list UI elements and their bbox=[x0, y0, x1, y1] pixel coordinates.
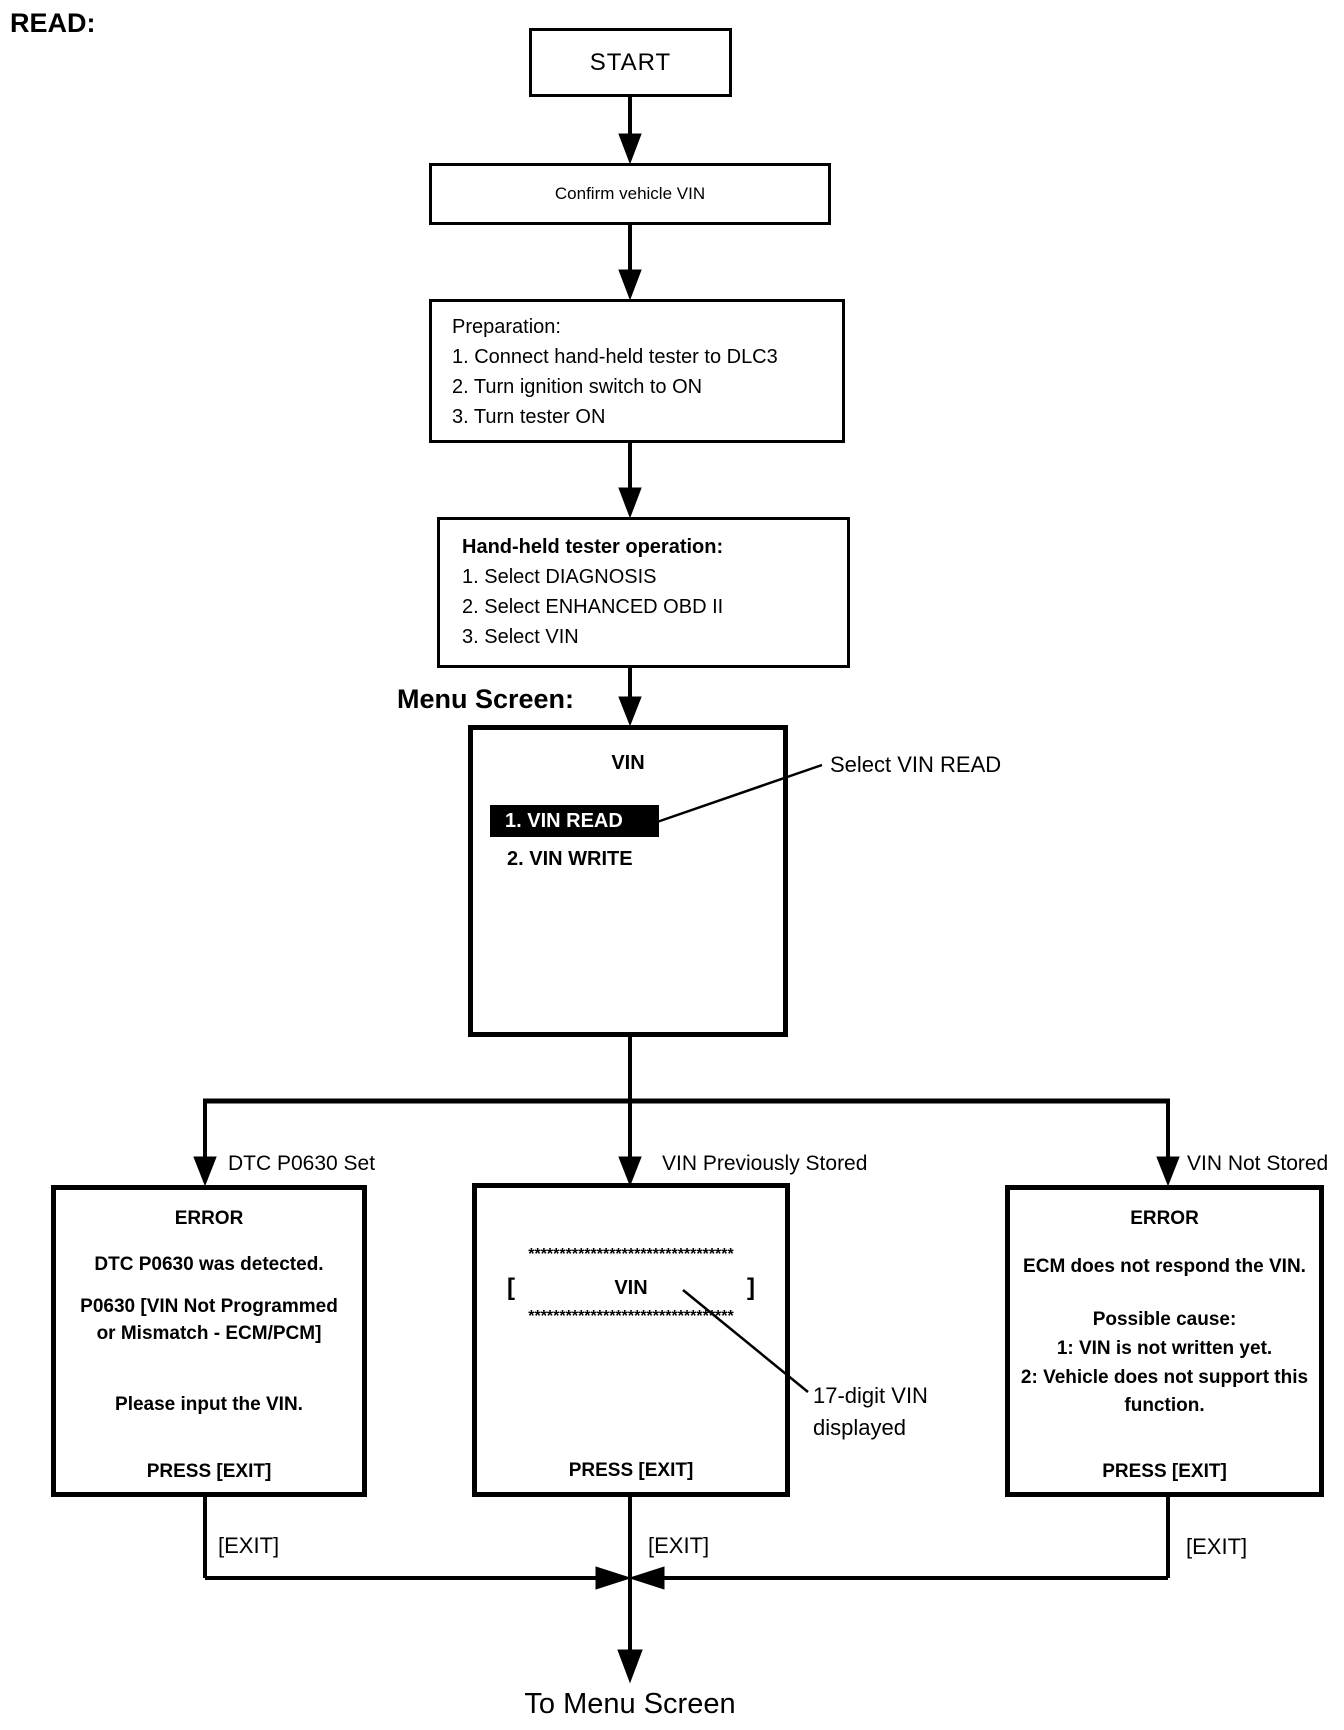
error-text: Possible cause: bbox=[1092, 1309, 1237, 1330]
error-title: ERROR bbox=[1130, 1208, 1199, 1229]
confirm-vin-box: Confirm vehicle VIN bbox=[429, 163, 831, 225]
tester-operation-box: Hand-held tester operation: 1. Select DI… bbox=[437, 517, 850, 668]
menu-screen-heading: Menu Screen: bbox=[397, 684, 575, 714]
error-text: 2: Vehicle does not support this bbox=[1020, 1367, 1309, 1388]
preparation-step: 3. Turn tester ON bbox=[452, 406, 606, 428]
error-text: ECM does not respond the VIN. bbox=[1023, 1256, 1306, 1277]
branch-label-dtc-p0630: DTC P0630 Set bbox=[228, 1152, 376, 1175]
confirm-vin-label: Confirm vehicle VIN bbox=[554, 184, 706, 203]
to-menu-screen-label: To Menu Screen bbox=[524, 1688, 736, 1720]
menu-item-vin-read-label: 1. VIN READ bbox=[505, 809, 623, 832]
vin-digits-callout: 17-digit VIN displayed bbox=[813, 1380, 928, 1444]
vin-display-title: VIN bbox=[614, 1276, 648, 1299]
branch-label-vin-previously-stored: VIN Previously Stored bbox=[662, 1152, 868, 1175]
error-text: Please input the VIN. bbox=[115, 1394, 303, 1415]
press-exit-label: PRESS [EXIT] bbox=[568, 1460, 694, 1481]
vin-digits-callout-line1: 17-digit VIN bbox=[813, 1383, 928, 1408]
exit-label-left: [EXIT] bbox=[218, 1533, 280, 1558]
bracket-open: [ bbox=[507, 1274, 515, 1301]
vin-menu-box: VIN 1. VIN READ 2. VIN WRITE bbox=[468, 725, 788, 1037]
press-exit-label: PRESS [EXIT] bbox=[146, 1461, 272, 1482]
error-text: DTC P0630 was detected. bbox=[94, 1254, 324, 1275]
error-ecm-box: ERROR ECM does not respond the VIN. Poss… bbox=[1005, 1185, 1324, 1497]
tester-operation-step: 1. Select DIAGNOSIS bbox=[462, 566, 657, 588]
menu-item-vin-read: 1. VIN READ bbox=[490, 805, 659, 837]
exit-label-middle: [EXIT] bbox=[648, 1533, 710, 1558]
read-heading: READ: bbox=[10, 8, 96, 38]
menu-item-vin-write: 2. VIN WRITE bbox=[507, 848, 633, 870]
error-dtc-box: ERROR DTC P0630 was detected. P0630 [VIN… bbox=[51, 1185, 367, 1497]
vin-digits-callout-line2: displayed bbox=[813, 1415, 906, 1440]
error-text: or Mismatch - ECM/PCM] bbox=[96, 1323, 322, 1344]
star-row: ********************************* bbox=[528, 1246, 734, 1263]
preparation-step: 2. Turn ignition switch to ON bbox=[452, 376, 703, 398]
start-box: START bbox=[529, 28, 732, 97]
error-text: 1: VIN is not written yet. bbox=[1056, 1338, 1273, 1359]
exit-label-right: [EXIT] bbox=[1186, 1534, 1248, 1559]
select-vin-read-callout: Select VIN READ bbox=[830, 752, 1002, 777]
error-title: ERROR bbox=[174, 1208, 244, 1229]
star-row: ********************************* bbox=[528, 1308, 734, 1325]
preparation-step: 1. Connect hand-held tester to DLC3 bbox=[452, 346, 778, 368]
vin-menu-title: VIN bbox=[611, 752, 645, 774]
preparation-box: Preparation: 1. Connect hand-held tester… bbox=[429, 299, 845, 443]
bracket-close: ] bbox=[747, 1274, 755, 1301]
error-text: function. bbox=[1124, 1395, 1205, 1416]
error-text: P0630 [VIN Not Programmed bbox=[80, 1296, 338, 1317]
start-label: START bbox=[589, 48, 672, 76]
tester-operation-step: 3. Select VIN bbox=[462, 626, 579, 648]
press-exit-label: PRESS [EXIT] bbox=[1102, 1461, 1227, 1482]
branch-label-vin-not-stored: VIN Not Stored bbox=[1187, 1152, 1329, 1175]
tester-operation-step: 2. Select ENHANCED OBD II bbox=[462, 596, 724, 618]
preparation-title: Preparation: bbox=[452, 316, 561, 338]
vin-display-row: [ VIN ] bbox=[507, 1274, 755, 1302]
vin-display-box: ********************************* [ VIN … bbox=[472, 1183, 790, 1497]
tester-operation-title: Hand-held tester operation: bbox=[462, 536, 724, 558]
